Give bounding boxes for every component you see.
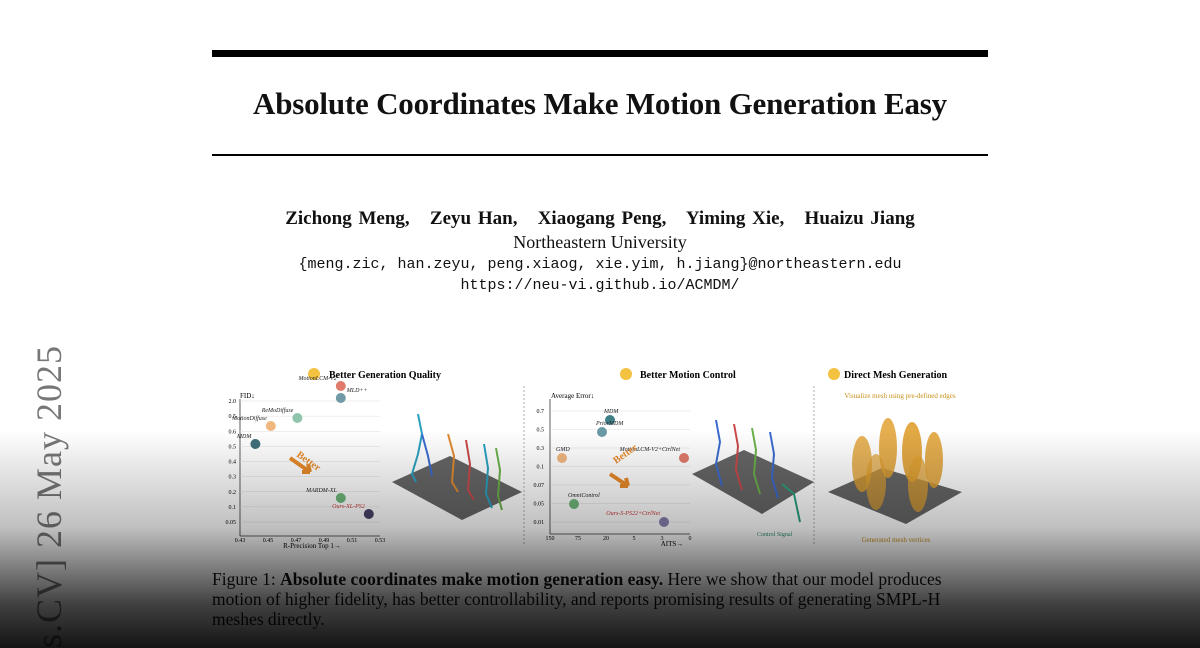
panel1-point-label: MLD++ — [346, 388, 368, 394]
panel1-xtick: 0.43 — [235, 538, 246, 544]
panel1-point — [335, 381, 346, 391]
panel1-xlabel: R-Precision Top 1→ — [283, 542, 341, 550]
panel1-ytick: 0.1 — [229, 505, 237, 511]
author-emails: {meng.zic, han.zeyu, peng.xiaog, xie.yim… — [298, 256, 902, 273]
panel2-point-label: GMD — [556, 447, 570, 453]
panel1-point-label: MARDM-XL — [305, 488, 337, 494]
author-list: Zichong Meng, Zeyu Han, Xiaogang Peng, Y… — [285, 208, 915, 229]
panel2-ytick: 0.01 — [534, 520, 545, 526]
panel1-ytick: 0.5 — [229, 444, 237, 450]
panel1-xtick: 0.53 — [375, 538, 386, 544]
panel1-point — [335, 393, 346, 403]
panel2-ytick: 0.05 — [534, 502, 545, 508]
panel1-point-label: MotionLCM-V2 — [297, 376, 336, 382]
panel1-ytick: 0.05 — [226, 520, 237, 526]
panel2-xtick: 20 — [603, 536, 609, 542]
caption-label: Figure 1: — [212, 569, 276, 589]
panel2-point-label: OmniControl — [568, 493, 600, 499]
panel2-ytick: 0.3 — [537, 446, 545, 452]
title-bottom-rule — [212, 154, 988, 156]
panel3-title: Direct Mesh Generation — [844, 370, 948, 381]
panel2-better-label: Better — [611, 442, 640, 467]
panel2-point — [557, 453, 567, 463]
panel1-xtick: 0.45 — [263, 538, 274, 544]
panel2-ytick: 0.07 — [534, 483, 545, 489]
panel1-point-label: MDM — [236, 434, 252, 440]
panel-motion-control: Better Motion Control Average Error↓ 0.7… — [534, 368, 814, 548]
panel2-xtick: 5 — [633, 536, 636, 542]
panel2-ytick: 0.7 — [537, 409, 545, 415]
panel1-point — [292, 413, 303, 423]
panel1-point — [363, 509, 374, 519]
panel1-ground-plane — [392, 456, 522, 520]
panel2-yticks: 0.7 0.5 0.3 0.1 0.07 0.05 0.01 — [534, 409, 545, 526]
affiliation: Northeastern University — [513, 232, 687, 252]
panel1-point-label: MotionDiffuse — [231, 415, 267, 422]
panel1-ytick: 0.4 — [229, 460, 237, 466]
panel2-xtick: 0 — [689, 536, 692, 542]
panel2-point-label: PriorMDM — [595, 421, 624, 427]
panel1-point-label: Ours-XL-PS2 — [332, 504, 365, 510]
panel2-point — [679, 453, 689, 463]
panel3-ground-plane — [828, 468, 962, 524]
figure-caption: Figure 1: Absolute coordinates make moti… — [212, 569, 988, 629]
panel1-point-label: ReMoDiffuse — [261, 407, 294, 414]
panel1-ytick: 0.5 — [229, 414, 237, 420]
panel1-xtick: 0.51 — [347, 538, 358, 544]
control-signal-label: Control Signal — [757, 532, 793, 538]
caption-bold: Absolute coordinates make motion generat… — [280, 569, 664, 589]
panel2-point — [569, 499, 579, 509]
panel3-bottom-label: Generated mesh vertices — [862, 536, 931, 544]
paper-title: Absolute Coordinates Make Motion Generat… — [253, 86, 947, 121]
panel1-title: Better Generation Quality — [329, 370, 441, 381]
panel2-point — [605, 415, 615, 425]
panel2-point — [659, 517, 669, 527]
panel1-point — [250, 439, 261, 449]
panel2-ytick: 0.5 — [537, 428, 545, 434]
panel2-point-label: Ours-S-PS22+CtrlNet — [606, 511, 660, 517]
panel1-point — [335, 493, 346, 503]
title-top-rule — [212, 50, 988, 57]
panel2-xtick: 150 — [546, 536, 555, 542]
project-url[interactable]: https://neu-vi.github.io/ACMDM/ — [460, 277, 740, 294]
panel1-ytick: 0.3 — [229, 475, 237, 481]
emoji-icon — [828, 368, 840, 380]
arxiv-stamp: s.CV] 26 May 2025 — [29, 345, 69, 648]
panel2-ylabel: Average Error↓ — [551, 392, 594, 400]
emoji-icon — [308, 368, 320, 380]
emoji-icon — [620, 368, 632, 380]
panel-mesh-generation: Direct Mesh Generation Visualize mesh us… — [828, 368, 962, 544]
panel-generation-quality: Better Generation Quality FID↓ 2.0 0.5 0.6… — [226, 368, 522, 550]
panel1-point — [265, 421, 276, 431]
panel2-xtick: 75 — [575, 536, 581, 542]
panel2-ytick: 0.1 — [537, 465, 545, 471]
panel1-ytick: 0.2 — [229, 490, 237, 496]
panel1-ytick: 2.0 — [229, 399, 237, 405]
figure-1: Better Generation Quality FID↓ 2.0 0.5 0.6… — [226, 368, 962, 550]
panel2-better-arrow — [608, 472, 630, 488]
panel2-point — [597, 427, 607, 437]
panel2-title: Better Motion Control — [640, 370, 736, 381]
panel2-point-label: MDM — [603, 409, 619, 415]
panel1-ylabel: FID↓ — [240, 392, 255, 400]
panel1-ytick: 0.6 — [229, 429, 237, 435]
panel2-xlabel: AITS→ — [661, 540, 684, 548]
panel3-top-label: Visualize mesh using pre-defined edges — [844, 392, 955, 400]
